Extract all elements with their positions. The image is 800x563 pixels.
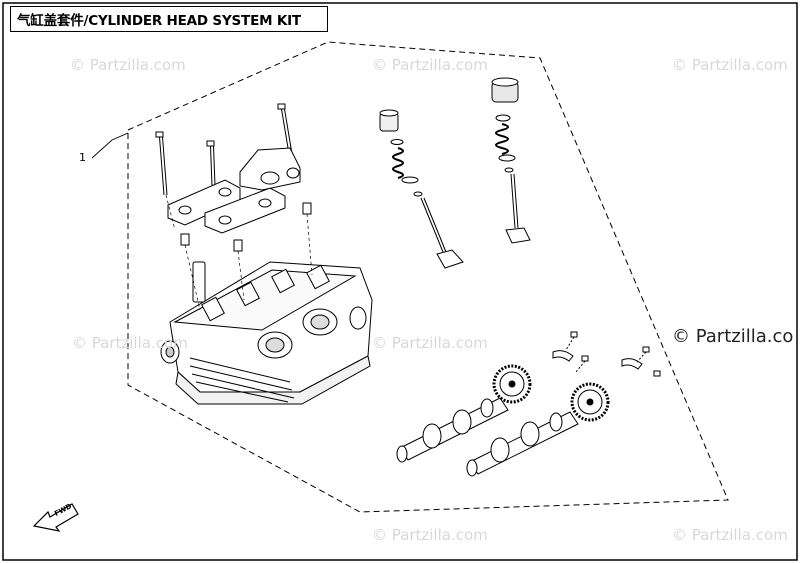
- head-bolts: [155, 103, 294, 196]
- callout-leader: [91, 132, 129, 159]
- forward-arrow-icon: [32, 503, 79, 532]
- watermark: © Partzilla.com: [672, 56, 788, 74]
- cylinder-head: [160, 261, 373, 405]
- title-box: 气缸盖套件/CYLINDER HEAD SYSTEM KIT: [10, 6, 328, 32]
- watermark: © Partzilla.com: [372, 56, 488, 74]
- callout-number: 1: [79, 151, 86, 164]
- alignment-lines: [165, 194, 313, 311]
- bolt: [155, 131, 164, 138]
- kit-boundary: [127, 41, 729, 513]
- valve-assembly-exhaust: [491, 77, 531, 244]
- watermark-strong: © Partzilla.co: [672, 326, 794, 347]
- camshaft-intake: [396, 364, 532, 463]
- cam-caps: [167, 147, 312, 252]
- watermark: © Partzilla.com: [372, 526, 488, 544]
- watermark: © Partzilla.com: [672, 526, 788, 544]
- watermark: © Partzilla.com: [72, 334, 188, 352]
- page-title: 气缸盖套件/CYLINDER HEAD SYSTEM KIT: [17, 13, 301, 29]
- valve-assembly-intake: [379, 109, 464, 269]
- cam-retainers: [552, 331, 661, 377]
- camshaft-exhaust: [466, 382, 610, 477]
- watermark: © Partzilla.com: [372, 334, 488, 352]
- watermark: © Partzilla.com: [70, 56, 186, 74]
